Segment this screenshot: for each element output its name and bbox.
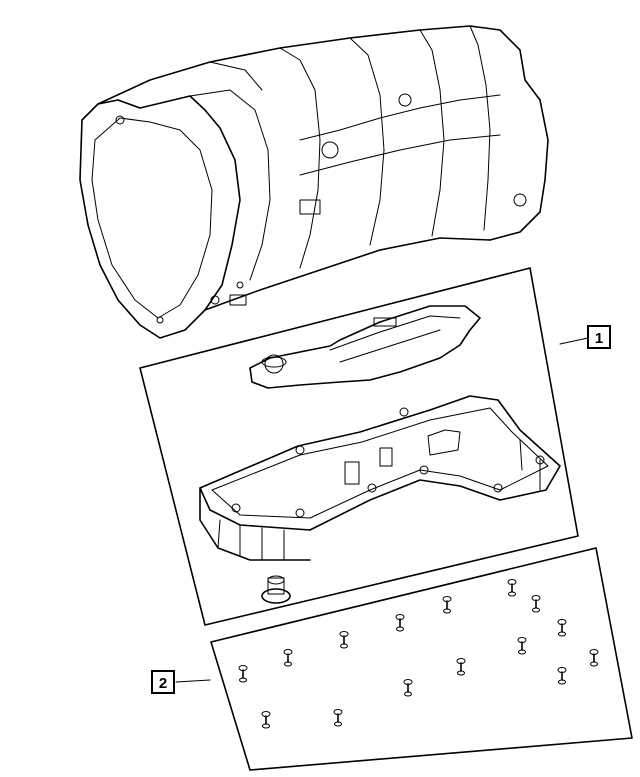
bolt	[238, 665, 248, 683]
bolt	[507, 579, 517, 597]
group-frame-1	[139, 267, 579, 626]
bolt	[456, 658, 466, 676]
bolt	[517, 637, 527, 655]
callout-label-1: 1	[595, 330, 603, 347]
bolt	[283, 649, 293, 667]
transmission-assembly	[79, 25, 549, 339]
callout-1: 1	[559, 325, 611, 349]
bolt	[442, 596, 452, 614]
bolt	[589, 649, 599, 667]
callout-box-2	[151, 670, 175, 694]
bolt	[403, 679, 413, 697]
bolt	[261, 711, 271, 729]
callout-box-1	[587, 325, 611, 349]
pan-kit-group	[139, 267, 579, 626]
bolt-kit-group	[210, 547, 633, 771]
bolt	[333, 709, 343, 727]
bolt	[557, 619, 567, 637]
oil-pan	[199, 395, 561, 561]
bolt	[531, 595, 541, 613]
bolt	[395, 614, 405, 632]
transmission-filter	[249, 305, 481, 389]
bolt	[557, 667, 567, 685]
drain-plug	[261, 575, 291, 604]
callout-2: 2	[151, 670, 211, 694]
group-frame-2	[210, 547, 633, 771]
callout-label-2: 2	[159, 675, 167, 692]
bolt	[339, 631, 349, 649]
pan-bolts	[238, 579, 599, 729]
